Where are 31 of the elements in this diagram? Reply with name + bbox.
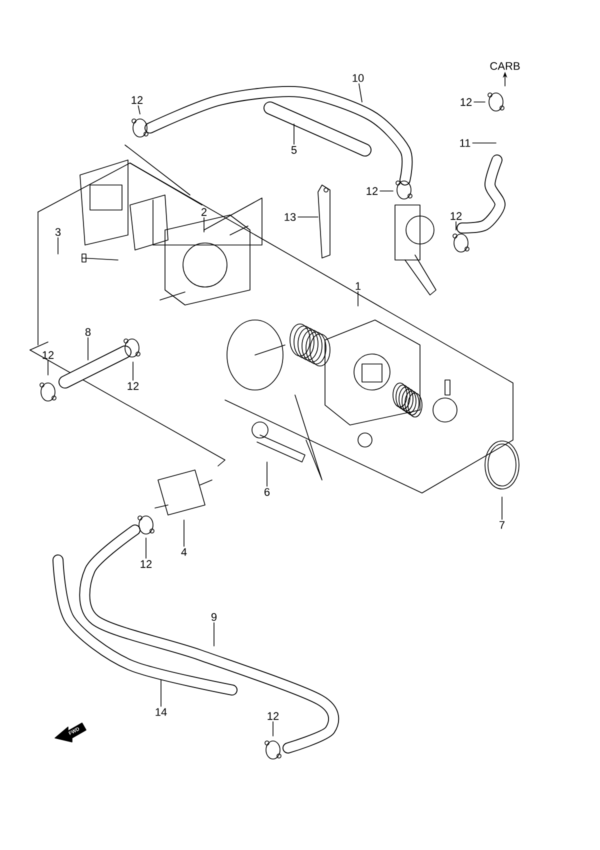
callout-number: 12	[366, 187, 378, 195]
callout-number: 7	[500, 521, 505, 529]
callout-number: 12	[140, 560, 152, 568]
leader-line	[132, 362, 134, 381]
callout-number: 5	[291, 146, 297, 154]
callout-number: 12	[450, 212, 462, 220]
destination-label: CARB	[490, 62, 520, 70]
leader-line	[266, 462, 268, 487]
callout-number: 10	[352, 74, 364, 82]
leader-line	[472, 142, 496, 144]
leader-line	[138, 105, 140, 114]
callout-number: 12	[42, 351, 54, 359]
leader-line	[298, 216, 318, 218]
callout-number: 13	[284, 213, 296, 221]
callout-number: 9	[211, 613, 217, 621]
leader-line	[380, 190, 394, 192]
leader-line	[272, 721, 274, 736]
callout-number: 1	[356, 282, 361, 290]
callout-number: 12	[128, 382, 139, 390]
callout-number: 8	[85, 328, 91, 336]
callout-number: 11	[460, 139, 470, 147]
callout-number: 12	[460, 98, 472, 106]
callout-number: 3	[55, 228, 61, 236]
callout-number: 14	[156, 708, 167, 716]
callout-number: 6	[264, 488, 270, 496]
leader-line	[160, 680, 162, 707]
callout-number: 12	[132, 96, 143, 104]
callout-number: 4	[181, 548, 187, 556]
leader-line	[358, 83, 362, 102]
callout-number: 12	[268, 712, 279, 720]
callout-number: 2	[202, 208, 206, 216]
